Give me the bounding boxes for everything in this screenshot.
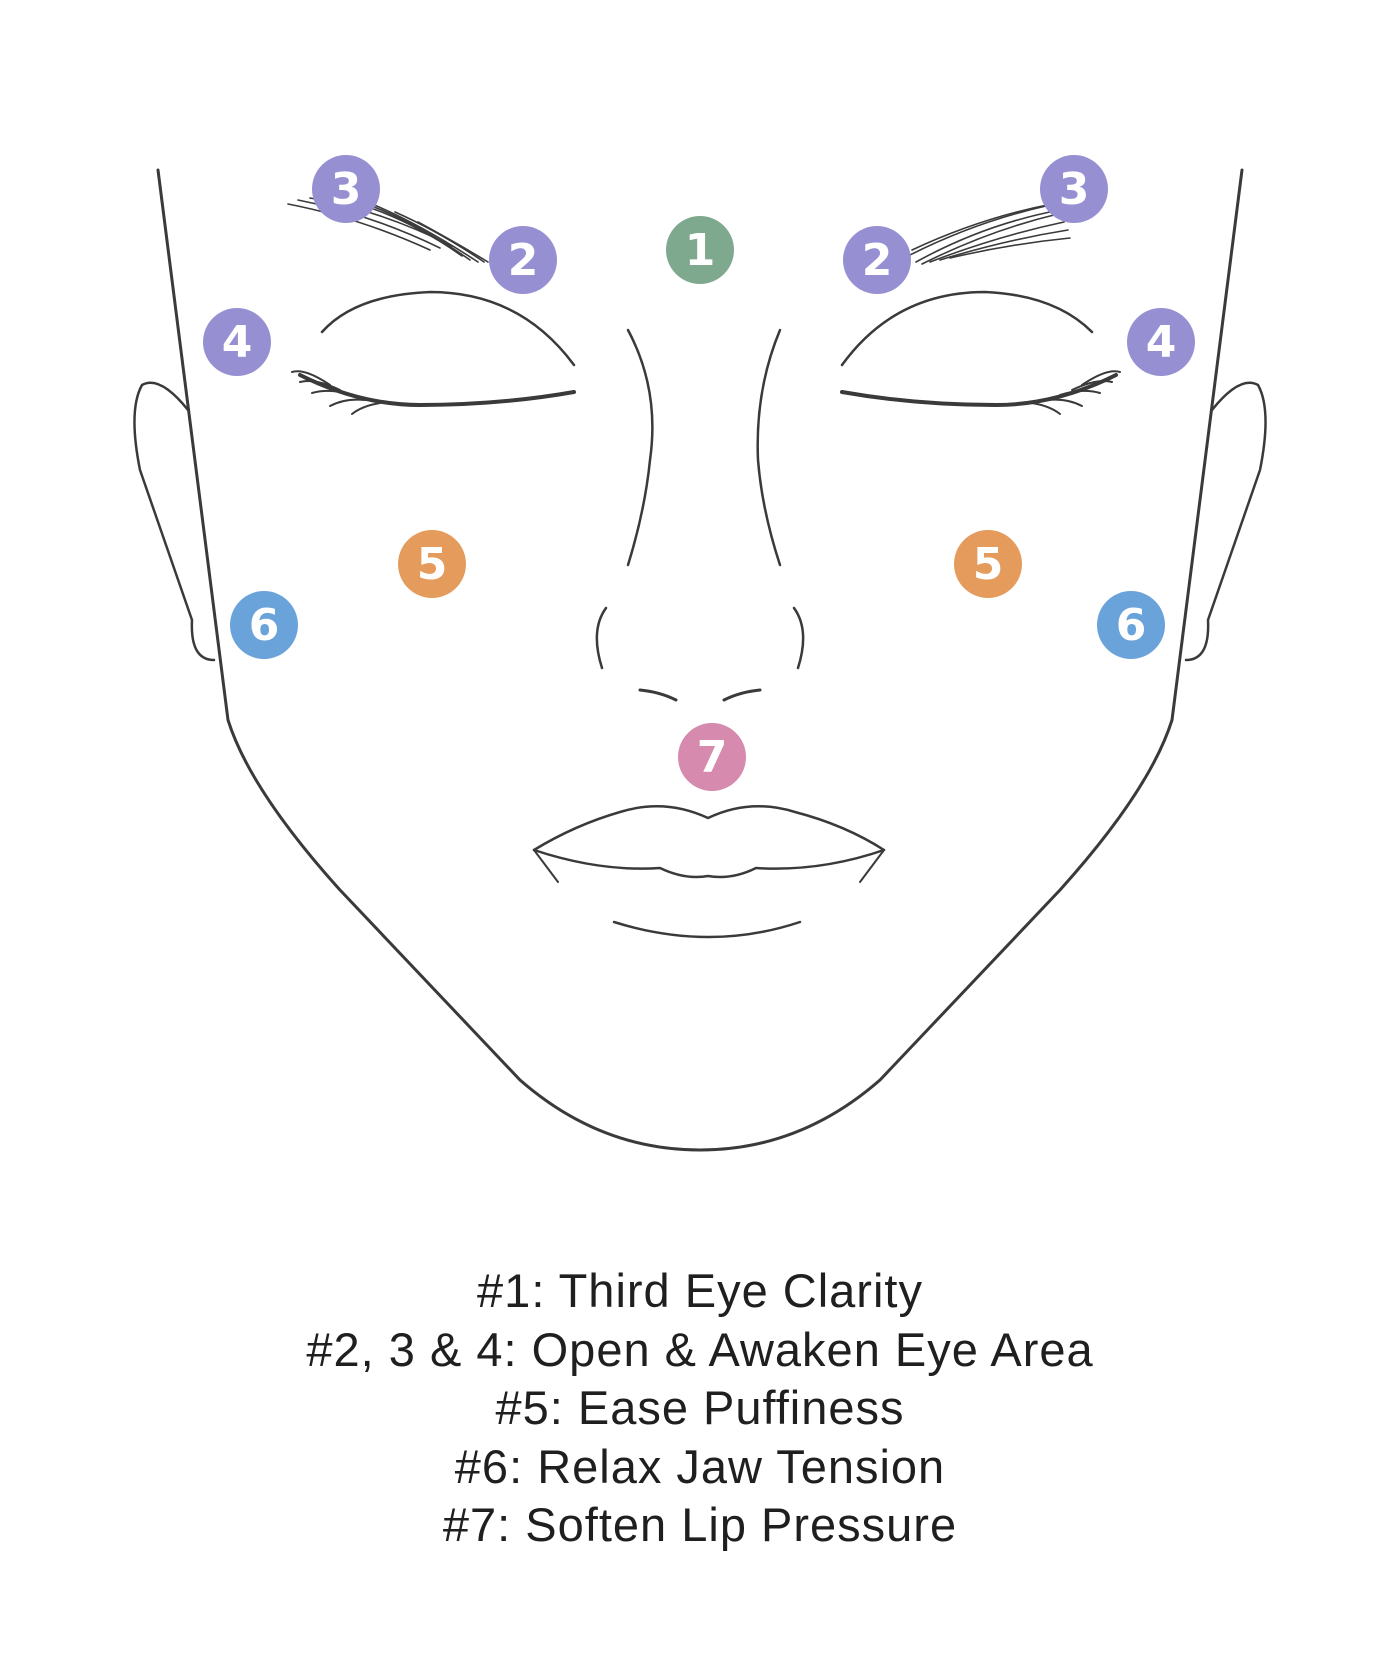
right-eyelashes [1031,370,1121,415]
marker-number: 6 [1116,600,1147,651]
marker-number: 4 [222,317,253,368]
nostril-right [792,606,805,670]
marker-circle [398,530,466,598]
marker-number: 5 [973,539,1004,590]
nose-bridge-left [626,328,654,567]
nose-base-right [722,688,762,702]
right-eye-crease [840,290,1094,367]
marker-number: 7 [697,732,728,783]
marker-4-right: 4 [1127,308,1195,376]
face-diagram: 1 2 2 3 3 4 4 5 5 6 6 7 [133,155,1267,1152]
legend-item-lip-pressure: #7: Soften Lip Pressure [442,1498,958,1551]
marker-circle [312,155,380,223]
marker-circle [1097,591,1165,659]
marker-circle [1127,308,1195,376]
marker-2-right: 2 [843,226,911,294]
marker-circle [843,226,911,294]
marker-3-right: 3 [1040,155,1108,223]
markers-layer: 1 2 2 3 3 4 4 5 5 6 6 7 [203,155,1195,791]
marker-number: 2 [862,235,893,286]
lip-line [532,848,886,879]
marker-circle [230,591,298,659]
marker-6-right: 6 [1097,591,1165,659]
marker-7: 7 [678,723,746,791]
right-eyelid [840,373,1118,407]
right-eyebrow [907,203,1071,265]
left-eye-crease [320,290,576,367]
marker-circle [954,530,1022,598]
marker-number: 5 [417,539,448,590]
marker-5-right: 5 [954,530,1022,598]
nose-bridge-right [756,328,782,567]
legend: #1: Third Eye Clarity #2, 3 & 4: Open & … [0,1262,1400,1555]
marker-number: 1 [685,225,716,276]
marker-number: 2 [508,235,539,286]
lip-corner-left [533,849,559,883]
marker-circle [678,723,746,791]
legend-item-jaw-tension: #6: Relax Jaw Tension [454,1439,946,1493]
nose-base-left [638,688,678,702]
face-outline [156,168,1244,1152]
marker-number: 3 [1059,164,1090,215]
marker-2-left: 2 [489,226,557,294]
legend-item-ease-puffiness: #5: Ease Puffiness [495,1381,905,1434]
marker-circle [1040,155,1108,223]
marker-5-left: 5 [398,530,466,598]
marker-circle [203,308,271,376]
nostril-left [595,606,608,670]
marker-6-left: 6 [230,591,298,659]
legend-item-eye-area: #2, 3 & 4: Open & Awaken Eye Area [306,1322,1094,1376]
right-ear [1184,381,1267,662]
marker-number: 3 [331,164,362,215]
lip-corner-right [859,849,885,883]
marker-4-left: 4 [203,308,271,376]
upper-lip [532,804,886,852]
legend-item-third-eye-clarity: #1: Third Eye Clarity [477,1264,923,1317]
marker-1: 1 [666,216,734,284]
marker-circle [489,226,557,294]
left-eyelashes [291,370,381,415]
marker-number: 4 [1146,317,1177,368]
marker-number: 6 [249,600,280,651]
marker-circle [666,216,734,284]
lower-lip [612,920,802,939]
left-ear [133,381,216,662]
left-eyelid [298,373,576,407]
marker-3-left: 3 [312,155,380,223]
